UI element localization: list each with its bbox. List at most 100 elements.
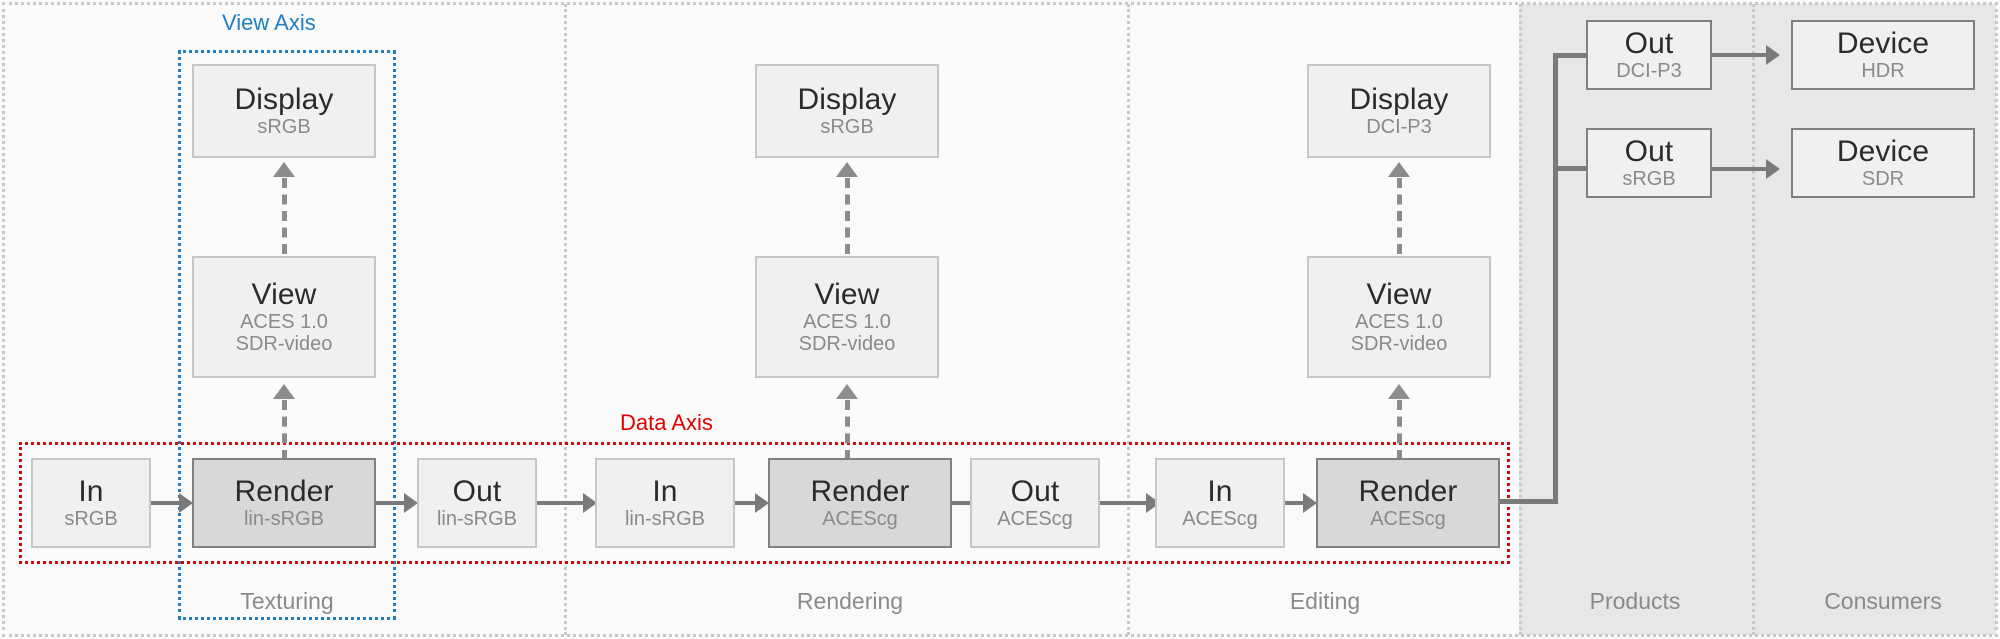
node-title: Display	[797, 82, 897, 116]
data-axis-label: Data Axis	[620, 410, 713, 435]
stage-caption-editing: Editing	[1289, 588, 1361, 614]
view-connector-rendering-lower	[845, 400, 850, 460]
node-products-out-srgb[interactable]: Out sRGB	[1586, 128, 1712, 198]
node-subtitle: sRGB	[64, 508, 118, 531]
node-title: Render	[234, 474, 334, 508]
node-title: Render	[1358, 474, 1458, 508]
products-router-branch-top	[1553, 53, 1601, 58]
view-connector-rendering-lower-arrowhead	[836, 384, 858, 399]
products-router-branch-bottom	[1553, 166, 1601, 171]
data-connector-out-srgb-to-device-sdr	[1712, 167, 1766, 171]
view-connector-editing-lower	[1397, 400, 1402, 460]
node-subtitle: HDR	[1861, 60, 1905, 83]
node-title: Display	[1349, 82, 1449, 116]
node-texturing-display[interactable]: Display sRGB	[192, 64, 376, 158]
node-subtitle: lin-sRGB	[436, 508, 517, 531]
view-connector-editing-upper	[1397, 178, 1402, 254]
view-connector-texturing-lower-arrowhead	[273, 384, 295, 399]
node-subtitle: lin-sRGB	[243, 508, 324, 531]
view-axis-boundary	[178, 50, 396, 620]
node-title: Device	[1836, 134, 1930, 168]
node-texturing-view[interactable]: View ACES 1.0 SDR-video	[192, 256, 376, 378]
data-connector-tex-out-to-ren-in	[537, 501, 583, 505]
node-subtitle: ACEScg	[997, 508, 1073, 531]
column-separator-texturing-rendering	[564, 4, 567, 635]
node-title: In	[1207, 474, 1233, 508]
view-connector-rendering-upper-arrowhead	[836, 162, 858, 177]
node-subtitle: ACEScg	[1370, 508, 1446, 531]
node-rendering-in[interactable]: In lin-sRGB	[595, 458, 735, 548]
node-consumers-device-sdr[interactable]: Device SDR	[1791, 128, 1975, 198]
node-rendering-view[interactable]: View ACES 1.0 SDR-video	[755, 256, 939, 378]
data-connector-edt-in-to-render	[1285, 501, 1303, 505]
node-title: Out	[1624, 26, 1674, 60]
column-separator-editing-products	[1519, 4, 1522, 635]
node-title: Device	[1836, 26, 1930, 60]
column-separator-products-consumers	[1752, 4, 1755, 635]
node-subtitle: ACEScg	[1182, 508, 1258, 531]
node-subtitle: sRGB	[1622, 168, 1676, 191]
node-title: Out	[1010, 474, 1060, 508]
node-title: Out	[1624, 134, 1674, 168]
data-connector-tex-in-to-render-arrowhead	[179, 493, 193, 513]
node-texturing-render[interactable]: Render lin-sRGB	[192, 458, 376, 548]
node-subtitle: ACES 1.0	[1355, 311, 1443, 334]
data-connector-out-p3-to-device-hdr	[1712, 53, 1766, 57]
node-subtitle: lin-sRGB	[624, 508, 705, 531]
data-connector-tex-out-to-ren-in-arrowhead	[583, 493, 597, 513]
node-consumers-device-hdr[interactable]: Device HDR	[1791, 20, 1975, 90]
view-connector-texturing-lower	[282, 400, 287, 460]
data-connector-ren-in-to-render-arrowhead	[755, 493, 769, 513]
node-editing-in[interactable]: In ACEScg	[1155, 458, 1285, 548]
node-title: View	[814, 277, 880, 311]
node-editing-render[interactable]: Render ACEScg	[1316, 458, 1500, 548]
node-texturing-in[interactable]: In sRGB	[31, 458, 151, 548]
stage-caption-consumers: Consumers	[1824, 588, 1942, 614]
view-connector-editing-lower-arrowhead	[1388, 384, 1410, 399]
view-connector-rendering-upper	[845, 178, 850, 254]
node-title: In	[78, 474, 104, 508]
node-title: Render	[810, 474, 910, 508]
node-editing-view[interactable]: View ACES 1.0 SDR-video	[1307, 256, 1491, 378]
node-title: In	[652, 474, 678, 508]
node-subtitle: SDR	[1861, 168, 1905, 191]
node-rendering-out[interactable]: Out ACEScg	[970, 458, 1100, 548]
products-router-vertical-trunk	[1553, 53, 1558, 504]
node-texturing-out[interactable]: Out lin-sRGB	[417, 458, 537, 548]
node-title: Display	[234, 82, 334, 116]
data-connector-tex-in-to-render	[151, 501, 179, 505]
node-subtitle: DCI-P3	[1366, 116, 1432, 139]
data-connector-ren-out-to-edt-in	[1100, 501, 1146, 505]
products-consumers-band	[1519, 4, 1996, 635]
data-connector-edt-in-to-render-arrowhead	[1303, 493, 1317, 513]
node-subtitle: ACES 1.0	[803, 311, 891, 334]
node-subtitle-2: SDR-video	[235, 333, 333, 356]
view-connector-texturing-upper	[282, 178, 287, 254]
node-subtitle: sRGB	[257, 116, 311, 139]
products-router-horizontal-stem	[1500, 499, 1558, 504]
view-connector-editing-upper-arrowhead	[1388, 162, 1410, 177]
node-subtitle: sRGB	[820, 116, 874, 139]
node-products-out-dcip3[interactable]: Out DCI-P3	[1586, 20, 1712, 90]
column-separator-rendering-editing	[1127, 4, 1130, 635]
node-subtitle: ACES 1.0	[240, 311, 328, 334]
data-connector-ren-in-to-render	[735, 501, 755, 505]
node-subtitle-2: SDR-video	[1350, 333, 1448, 356]
stage-caption-rendering: Rendering	[796, 588, 904, 614]
data-connector-tex-render-to-out-arrowhead	[404, 493, 418, 513]
node-subtitle: ACEScg	[822, 508, 898, 531]
node-subtitle: DCI-P3	[1616, 60, 1682, 83]
node-title: Out	[452, 474, 502, 508]
data-connector-out-srgb-to-device-sdr-arrowhead	[1766, 159, 1780, 179]
node-subtitle-2: SDR-video	[798, 333, 896, 356]
data-connector-tex-render-to-out	[376, 501, 404, 505]
stage-caption-texturing: Texturing	[240, 588, 334, 614]
node-rendering-display[interactable]: Display sRGB	[755, 64, 939, 158]
node-rendering-render[interactable]: Render ACEScg	[768, 458, 952, 548]
data-connector-ren-render-to-out	[952, 501, 976, 505]
stage-caption-products: Products	[1589, 588, 1681, 614]
node-editing-display[interactable]: Display DCI-P3	[1307, 64, 1491, 158]
node-title: View	[1366, 277, 1432, 311]
node-title: View	[251, 277, 317, 311]
